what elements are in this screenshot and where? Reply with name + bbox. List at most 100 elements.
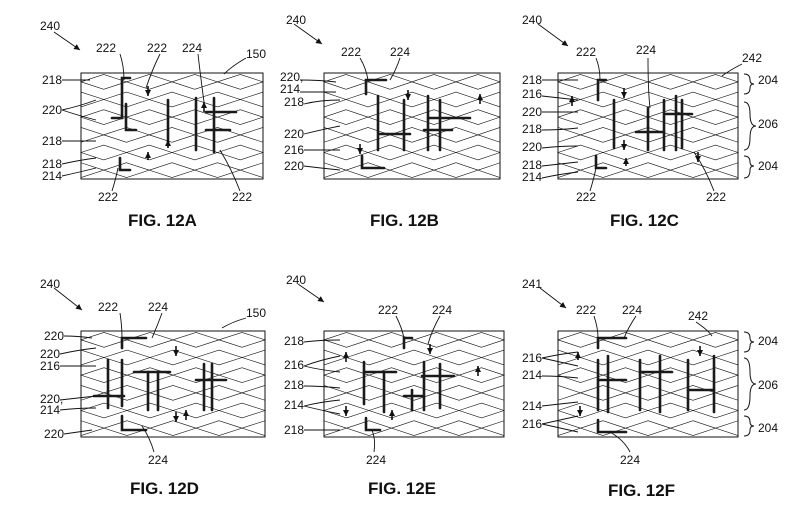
- leader-line: [61, 167, 97, 177]
- thread-line: [362, 370, 456, 398]
- figure-caption: FIG. 12F: [608, 481, 675, 500]
- ref-label: 150: [246, 306, 266, 320]
- leader-line: [303, 99, 341, 105]
- ref-label: 206: [758, 117, 778, 131]
- leader-line: [623, 315, 637, 339]
- ref-label: 220: [522, 140, 542, 154]
- ref-label: 218: [522, 158, 542, 172]
- region-brace: [743, 155, 755, 179]
- ref-label: 220: [44, 427, 64, 441]
- ref-label: 224: [636, 43, 656, 57]
- leader-line: [541, 357, 579, 367]
- leader-line: [303, 165, 341, 171]
- leader-line: [53, 31, 81, 51]
- leader-line: [541, 127, 579, 131]
- region-brace: [743, 415, 755, 437]
- leader-line: [395, 315, 405, 339]
- figure-caption: FIG. 12E: [368, 479, 436, 498]
- leader-line: [61, 157, 97, 165]
- ref-label: 214: [280, 82, 300, 96]
- figure-caption: FIG. 12B: [370, 211, 439, 230]
- ref-label: 240: [522, 13, 542, 27]
- ref-label: 224: [620, 453, 640, 467]
- ref-label: 220: [42, 103, 62, 117]
- leader-line: [593, 315, 599, 339]
- leader-line: [303, 365, 341, 373]
- ref-label: 222: [576, 303, 596, 317]
- ref-label: 214: [284, 398, 304, 412]
- leader-line: [595, 57, 601, 81]
- leader-line: [59, 395, 97, 401]
- flow-arrows: [173, 346, 189, 422]
- leader-line: [609, 431, 631, 453]
- leader-line: [299, 79, 337, 83]
- figure-caption: FIG. 12C: [610, 211, 679, 230]
- leader-line: [541, 95, 579, 101]
- figure-12e: 240 222 224 218 216 218 214 218 224 FIG.…: [284, 273, 505, 498]
- ref-label: 222: [96, 41, 116, 55]
- ref-label: 242: [688, 309, 708, 323]
- ref-label: 214: [40, 403, 60, 417]
- leader-line: [371, 429, 376, 453]
- flow-arrows: [569, 88, 701, 166]
- ref-label: 242: [742, 51, 762, 65]
- thread-line: [362, 360, 442, 414]
- region-brace: [743, 73, 755, 95]
- ref-label: 216: [522, 87, 542, 101]
- leader-line: [297, 283, 325, 303]
- ref-label: 220,: [40, 392, 63, 406]
- leader-line: [303, 405, 341, 415]
- ref-label: 214: [522, 368, 542, 382]
- leader-line: [221, 317, 247, 329]
- ref-label: 218: [42, 134, 62, 148]
- ref-label: 220,: [280, 70, 303, 84]
- leader-line: [151, 312, 163, 339]
- thread-line: [364, 416, 382, 432]
- figure-12f: 241 222 224 242 204 216 214 206 214 216 …: [522, 277, 778, 500]
- ref-label: 220: [284, 159, 304, 173]
- figure-12c: 240 222 224 242 204 218 216 220 218 220 …: [522, 13, 778, 230]
- region-brace: [743, 331, 755, 353]
- region-brace: [743, 357, 757, 411]
- leader-line: [541, 171, 579, 179]
- leader-line: [541, 423, 579, 433]
- ref-label: 150: [246, 47, 266, 61]
- thread-line: [118, 156, 132, 172]
- leader-line: [59, 407, 97, 411]
- thread-overlay: [594, 78, 694, 170]
- thread-line: [596, 78, 608, 102]
- ref-label: 222: [576, 190, 596, 204]
- stent-pattern: [80, 72, 264, 180]
- ref-label: 216: [522, 417, 542, 431]
- stent-pattern: [557, 330, 739, 438]
- leader-line: [389, 57, 401, 81]
- leader-line: [141, 425, 155, 453]
- thread-line: [360, 154, 386, 170]
- leader-line: [53, 287, 83, 311]
- stent-pattern: [323, 330, 505, 438]
- ref-label: 222: [98, 190, 118, 204]
- thread-line: [106, 358, 160, 412]
- leader-line: [427, 315, 441, 345]
- thread-overlay: [596, 336, 716, 434]
- leader-line: [303, 125, 341, 135]
- thread-line: [612, 94, 678, 152]
- thread-line: [634, 98, 694, 150]
- figure-caption: FIG. 12D: [130, 479, 199, 498]
- thread-line: [364, 78, 388, 96]
- leader-line: [293, 23, 323, 45]
- thread-overlay: [110, 76, 238, 172]
- thread-overlay: [92, 336, 228, 432]
- leader-line: [541, 375, 579, 379]
- figure-12b: 240 222 224 220, 214 218 220 216 220 FIG…: [280, 13, 501, 230]
- leader-line: [359, 57, 369, 81]
- ref-label: 224: [148, 453, 168, 467]
- leader-line: [541, 401, 579, 407]
- thread-line: [596, 370, 716, 392]
- leader-line: [111, 167, 119, 192]
- leader-line: [303, 339, 341, 343]
- leader-line: [303, 385, 341, 389]
- ref-label: 204: [758, 73, 778, 87]
- leader-line: [59, 347, 97, 355]
- leader-line: [537, 23, 569, 47]
